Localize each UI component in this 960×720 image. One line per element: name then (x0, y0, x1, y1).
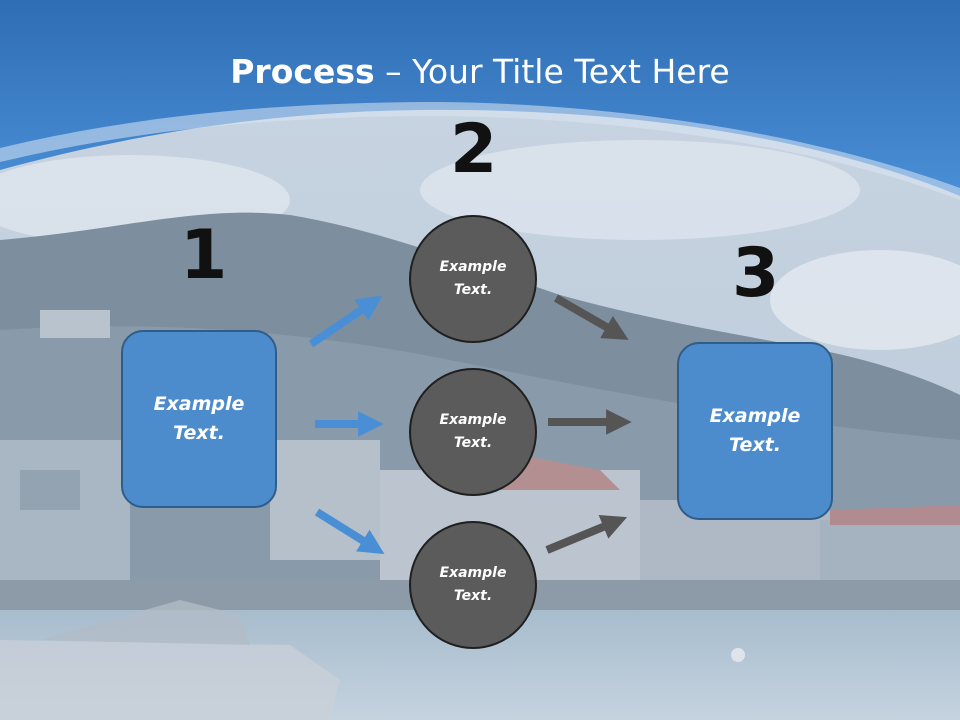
title-bold: Process (230, 52, 375, 91)
step-1-box-label: Example Text. (153, 393, 245, 444)
circle-bottom: Example Text. (409, 521, 537, 649)
circle-top-label: Example Text. (439, 259, 507, 298)
circle-bottom-label: Example Text. (439, 565, 507, 604)
arrow-blue-down-right (314, 508, 385, 555)
circle-middle: Example Text. (409, 368, 537, 496)
step-1-box: Example Text. (121, 330, 277, 508)
arrow-blue-up-right (308, 295, 383, 348)
arrow-gray-up-right (545, 514, 628, 554)
step-number-2: 2 (450, 110, 498, 189)
step-3-box: Example Text. (677, 342, 833, 520)
step-number-3: 3 (732, 234, 780, 313)
step-3-box-label: Example Text. (709, 405, 801, 456)
circle-middle-label: Example Text. (439, 412, 507, 451)
arrow-gray-down-right (554, 294, 629, 340)
step-number-1: 1 (180, 216, 228, 295)
circle-top: Example Text. (409, 215, 537, 343)
title-rest: – Your Title Text Here (374, 52, 730, 91)
slide-title: Process – Your Title Text Here (0, 52, 960, 91)
